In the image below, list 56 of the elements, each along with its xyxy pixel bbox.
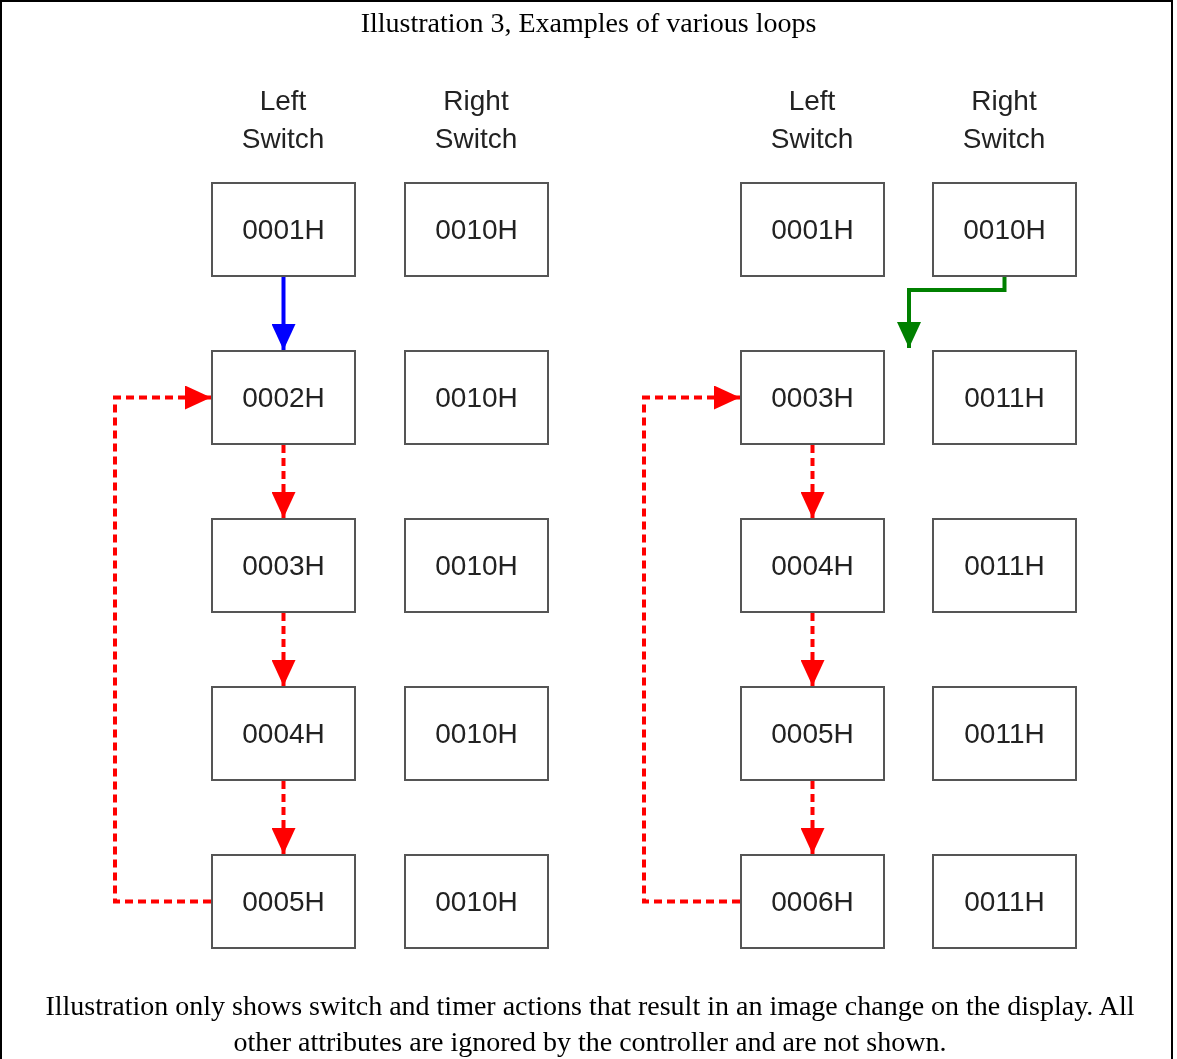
state-box xyxy=(740,854,885,949)
state-code: 0011H xyxy=(964,381,1045,414)
state-code: 0001H xyxy=(242,213,325,246)
arrow xyxy=(271,781,296,854)
state-code: 0011H xyxy=(964,885,1045,918)
state-box xyxy=(404,854,549,949)
state-code: 0003H xyxy=(771,381,854,414)
state-box xyxy=(932,854,1077,949)
title: Illustration 3, Examples of various loops xyxy=(359,6,818,40)
state-box xyxy=(740,182,885,277)
arrow xyxy=(271,613,296,686)
state-box xyxy=(404,686,549,781)
state-box xyxy=(211,854,356,949)
state-box xyxy=(404,518,549,613)
state-box xyxy=(740,350,885,445)
state-code: 0004H xyxy=(242,717,325,750)
column-header: Right Switch xyxy=(961,84,1047,156)
column-header: Left Switch xyxy=(769,84,855,156)
state-code: 0011H xyxy=(964,549,1045,582)
state-box xyxy=(211,182,356,277)
state-box xyxy=(932,182,1077,277)
state-box xyxy=(932,686,1077,781)
state-code: 0010H xyxy=(435,885,518,918)
state-code: 0003H xyxy=(242,549,325,582)
state-box xyxy=(404,350,549,445)
arrow xyxy=(271,445,296,518)
arrow xyxy=(271,277,296,350)
state-code: 0006H xyxy=(771,885,854,918)
state-code: 0010H xyxy=(435,717,518,750)
state-code: 0001H xyxy=(771,213,854,246)
state-box xyxy=(740,518,885,613)
state-box xyxy=(932,518,1077,613)
state-code: 0010H xyxy=(963,213,1046,246)
state-box xyxy=(211,518,356,613)
column-header: Right Switch xyxy=(433,84,519,156)
arrow xyxy=(897,277,1007,348)
state-box xyxy=(740,686,885,781)
state-box xyxy=(211,350,356,445)
state-code: 0010H xyxy=(435,549,518,582)
state-box xyxy=(404,182,549,277)
arrow xyxy=(800,613,825,686)
state-code: 0010H xyxy=(435,213,518,246)
state-code: 0004H xyxy=(771,549,854,582)
arrow xyxy=(642,385,740,904)
arrow xyxy=(800,445,825,518)
column-header: Left Switch xyxy=(240,84,326,156)
state-code: 0010H xyxy=(435,381,518,414)
state-code: 0005H xyxy=(771,717,854,750)
state-code: 0005H xyxy=(242,885,325,918)
state-box xyxy=(211,686,356,781)
caption: Illustration only shows switch and timer actions that result in an image change on the display. All other attributes are ignored by the controller and are not shown. xyxy=(45,989,1135,1059)
state-code: 0002H xyxy=(242,381,325,414)
arrow xyxy=(113,385,211,904)
state-box xyxy=(932,350,1077,445)
arrow xyxy=(800,781,825,854)
state-code: 0011H xyxy=(964,717,1045,750)
